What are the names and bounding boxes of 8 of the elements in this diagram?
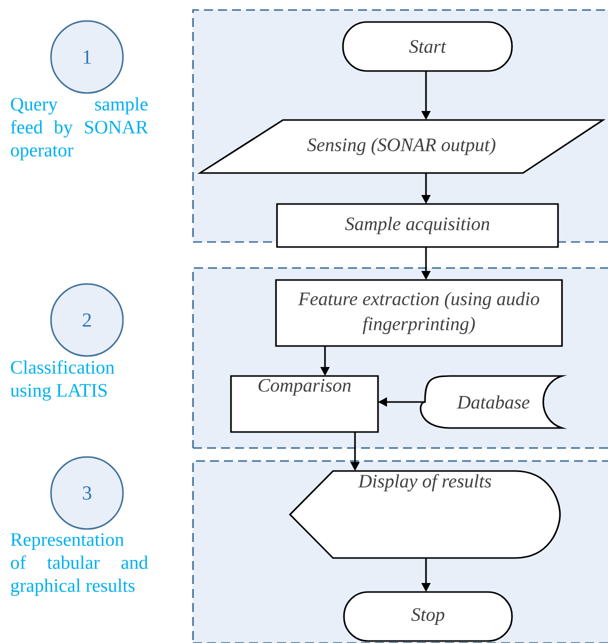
process-box: Sample acquisition [276, 203, 559, 248]
terminal-box: Stop [343, 591, 513, 642]
process-box: Comparison [230, 375, 379, 433]
terminal-box: Start [342, 21, 513, 72]
caption-text: Classification using LATIS [10, 360, 114, 401]
process-box: Feature extraction (using audio fingerprinting) [275, 279, 563, 347]
caption-text: Representation of tabular and graphical results [10, 533, 148, 596]
caption-text: Query sample feed by SONAR operator [10, 97, 148, 160]
